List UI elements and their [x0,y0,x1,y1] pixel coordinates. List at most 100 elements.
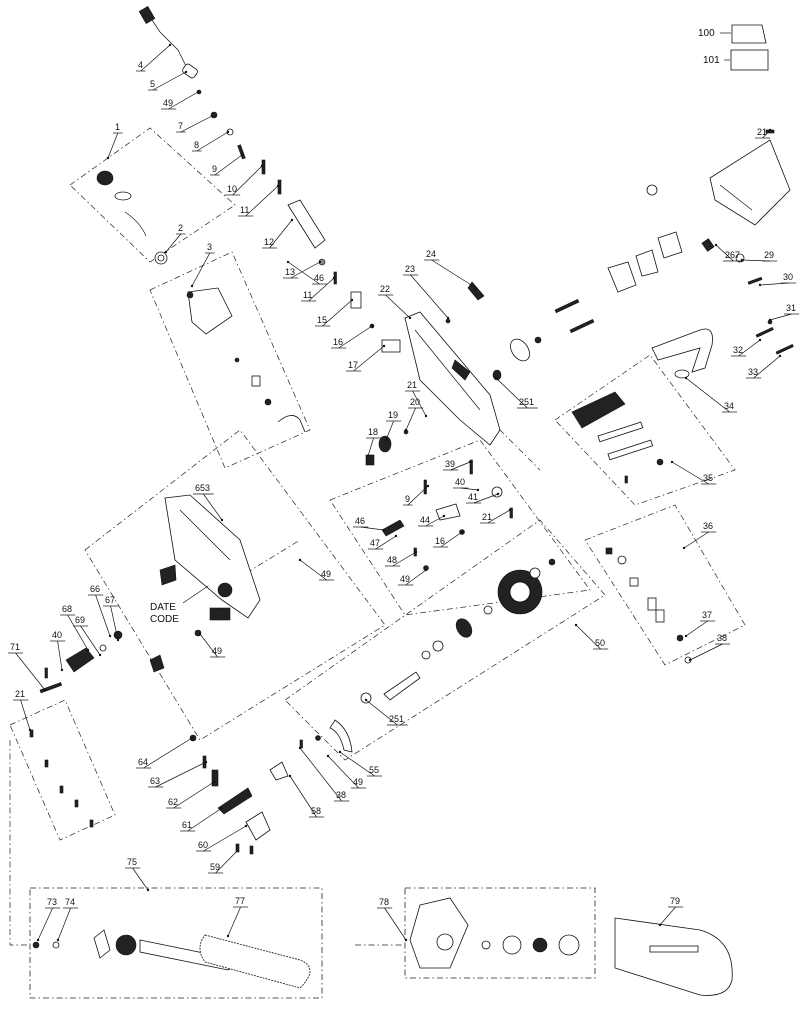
callout-leader [173,781,215,809]
callout-arrowhead [714,243,718,247]
callout-number: 58 [311,806,321,816]
callout-leader [392,551,417,567]
callout-number: 46 [355,516,365,526]
callout-leader [152,71,187,91]
callout-number: 2 [178,223,183,233]
callout-leader [689,643,723,661]
callout-arrowhead [476,488,480,492]
callout-number: 48 [387,555,397,565]
callout-arrowhead [298,746,302,750]
callout-leader [155,761,207,788]
callout-arrowhead [414,550,418,554]
callout-arrowhead [370,324,374,328]
callout-arrowhead [496,492,500,496]
callout-leader [769,313,792,321]
callout-number: 19 [388,410,398,420]
callout-leader [460,487,479,491]
callout-leader [199,633,218,658]
callout-arrowhead [116,638,120,642]
callout-leader [203,493,223,521]
callout-arrowhead [670,460,674,464]
callout-arrowhead [442,514,446,518]
callout-number: 59 [210,862,220,872]
callout-arrowhead [688,658,692,662]
callout-arrowhead [276,184,280,188]
callout-leader [57,907,71,941]
callout-leader [385,420,394,441]
callout-arrowhead [446,316,450,320]
callout-number: 63 [150,776,160,786]
callout-leader [37,907,53,941]
callout-leader [245,185,279,217]
callout-leader [353,345,385,372]
callout-number: 251 [519,397,534,407]
callout-arrowhead [168,43,172,47]
callout-leader [299,559,327,581]
callout-number: 68 [62,604,72,614]
callout-number: 44 [420,515,430,525]
callout-number: 74 [65,897,75,907]
callout-leader [143,737,193,769]
callout-number: 49 [353,777,363,787]
callout-arrowhead [758,338,762,342]
callout-arrowhead [36,938,40,942]
callout-leader [450,461,471,471]
callout-number: 39 [445,459,455,469]
callout-number: 13 [285,267,295,277]
callout-arrowhead [43,688,47,692]
callout-leader [405,569,427,586]
callout-leader [360,526,385,531]
callout-number: 251 [389,714,404,724]
callout-leader [365,699,398,726]
callout-number: 50 [595,638,605,648]
callout-arrowhead [682,546,686,550]
callout-number: 30 [783,272,793,282]
callout-arrowhead [424,414,428,418]
callout-number: 40 [52,630,62,640]
callout-arrowhead [290,218,294,222]
callout-arrowhead [198,632,202,636]
callout-number: 49 [321,569,331,579]
callout-leader [683,531,709,549]
callout-number: 62 [168,797,178,807]
callout-number: 5 [150,79,155,89]
legend-symbol-100 [731,24,767,44]
callout-arrowhead [404,938,408,942]
callout-arrowhead [768,128,772,132]
callout-arrowhead [260,164,264,168]
callout-number: 8 [194,140,199,150]
callout-leader [203,825,247,852]
callout-number: 16 [333,337,343,347]
callout-leader [762,129,771,139]
callout-arrowhead [382,528,386,532]
callout-arrowhead [658,923,662,927]
callout-leader [410,274,449,319]
callout-number: 71 [10,642,20,652]
callout-number: 69 [75,615,85,625]
callout-number: 9 [405,494,410,504]
callout-number: 47 [370,538,380,548]
callout-number: 31 [786,303,796,313]
callout-arrowhead [190,736,194,740]
callout-arrowhead [408,316,412,320]
callout-number: 32 [733,345,743,355]
callout-number: 21 [757,127,767,137]
callout-number: 12 [264,237,274,247]
callout-arrowhead [286,260,290,264]
callout-number: 20 [410,397,420,407]
callout-arrowhead [768,318,772,322]
callout-arrowhead [338,750,342,754]
callout-leader [232,165,263,196]
callout-arrowhead [460,530,464,534]
callout-number: 77 [235,896,245,906]
callout-number: 75 [127,857,137,867]
callout-leader [191,252,211,287]
callout-arrowhead [98,653,102,657]
callout-leader [107,132,119,159]
callout-arrowhead [190,284,194,288]
callout-number: 16 [435,536,445,546]
callout-number: 15 [317,315,327,325]
callout-arrowhead [404,428,408,432]
callout-number: 36 [703,521,713,531]
